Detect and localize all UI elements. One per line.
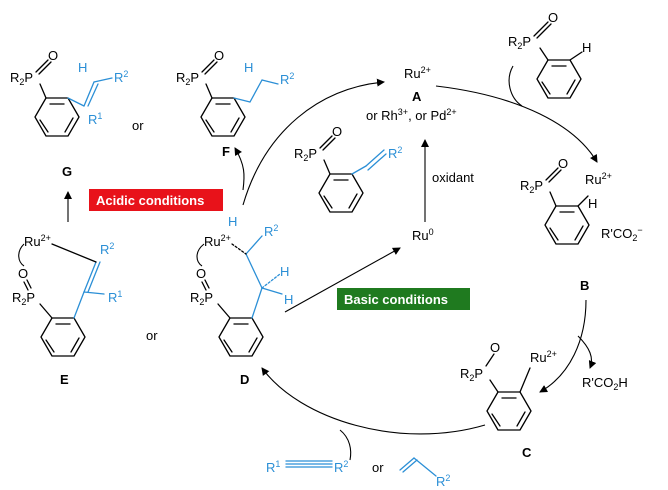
species-D: Ru2+ O R2P H R2 H H D [190,214,293,387]
basic-conditions-box: Basic conditions [337,288,470,310]
svg-text:R1: R1 [88,111,102,127]
svg-text:R1: R1 [108,289,122,305]
svg-text:O: O [18,266,28,281]
species-G: R2P O H R2 R1 or G [10,48,144,179]
svg-text:R2P: R2P [520,178,543,195]
or-between-E-D: or [146,328,158,343]
arrow-rco2h-out [577,335,597,369]
cycle-arrow-C-to-D [261,367,486,435]
label-A: A [412,89,422,104]
svg-text:Ru2+: Ru2+ [585,171,612,187]
svg-text:R2: R2 [100,241,114,257]
svg-text:O: O [490,340,500,355]
species-F: R2P O H R2 F [176,48,294,159]
svg-text:R2P: R2P [508,34,531,51]
arrow-D-to-F [234,147,245,191]
substrate-arylphosphine-oxide: R2P O H [508,10,591,99]
svg-text:H: H [588,196,597,211]
label-D: D [240,372,249,387]
arrow-alkyne-in [339,429,352,461]
svg-text:H: H [284,292,293,307]
svg-text:Acidic conditions: Acidic conditions [96,193,204,208]
svg-text:Ru2+: Ru2+ [204,233,231,249]
species-E: Ru2+ O R2P R2 R1 E [12,233,122,387]
rco2h-label: R'CO2H [582,375,628,392]
species-A: Ru2+ A or Rh3+, or Pd2+ [366,65,457,123]
svg-text:H: H [280,264,289,279]
svg-text:O: O [214,48,224,63]
label-B: B [580,278,589,293]
species-B: R2P O Ru2+ H R'CO2− B [520,156,643,293]
svg-text:Basic conditions: Basic conditions [344,292,448,307]
svg-text:H: H [244,60,253,75]
svg-text:O: O [332,124,342,139]
label-G: G [62,164,72,179]
svg-text:H: H [582,40,591,55]
cycle-arrow-B-to-C [539,299,587,393]
svg-text:R2: R2 [436,473,450,489]
arrow-D-to-Ru0 [284,247,401,313]
svg-text:O: O [196,266,206,281]
arrow-substrate-in [508,65,523,107]
svg-text:R2P: R2P [294,146,317,163]
svg-text:R2: R2 [280,71,294,87]
svg-text:or: or [132,118,144,133]
svg-text:or Rh3+, or Pd2+: or Rh3+, or Pd2+ [366,107,457,123]
label-E: E [60,372,69,387]
label-C: C [522,445,532,460]
svg-text:R2: R2 [264,223,278,239]
cycle-arrow-A-to-B [435,85,598,163]
svg-text:O: O [548,10,558,25]
svg-text:R2: R2 [334,459,348,475]
svg-text:Ru2+: Ru2+ [24,233,51,249]
oxidant-label: oxidant [432,170,474,185]
acidic-conditions-box: Acidic conditions [89,189,223,211]
svg-text:H: H [228,214,237,229]
svg-text:R2P: R2P [460,366,483,383]
svg-text:H: H [78,60,87,75]
svg-text:Ru2+: Ru2+ [404,65,431,81]
svg-text:R2P: R2P [10,70,33,87]
svg-text:O: O [48,48,58,63]
svg-text:R2: R2 [388,145,402,161]
label-F: F [222,144,230,159]
svg-text:R2P: R2P [12,290,35,307]
svg-text:R2P: R2P [176,70,199,87]
svg-text:R'CO2−: R'CO2− [601,225,643,243]
svg-text:or: or [372,460,384,475]
svg-text:R2P: R2P [190,290,213,307]
svg-text:R2: R2 [114,69,128,85]
svg-text:Ru2+: Ru2+ [530,349,557,365]
species-C: R2P O Ru2+ C [460,340,557,460]
svg-text:R1: R1 [266,459,280,475]
cycle-arrow-D-to-A [242,78,385,206]
reactants-alkyne-alkene: R1 R2 or R2 [266,457,450,489]
svg-text:O: O [558,156,568,171]
ru0-label: Ru0 [412,227,434,243]
product-alkenyl-arylphosphine-oxide: R2P O R2 [294,124,402,213]
